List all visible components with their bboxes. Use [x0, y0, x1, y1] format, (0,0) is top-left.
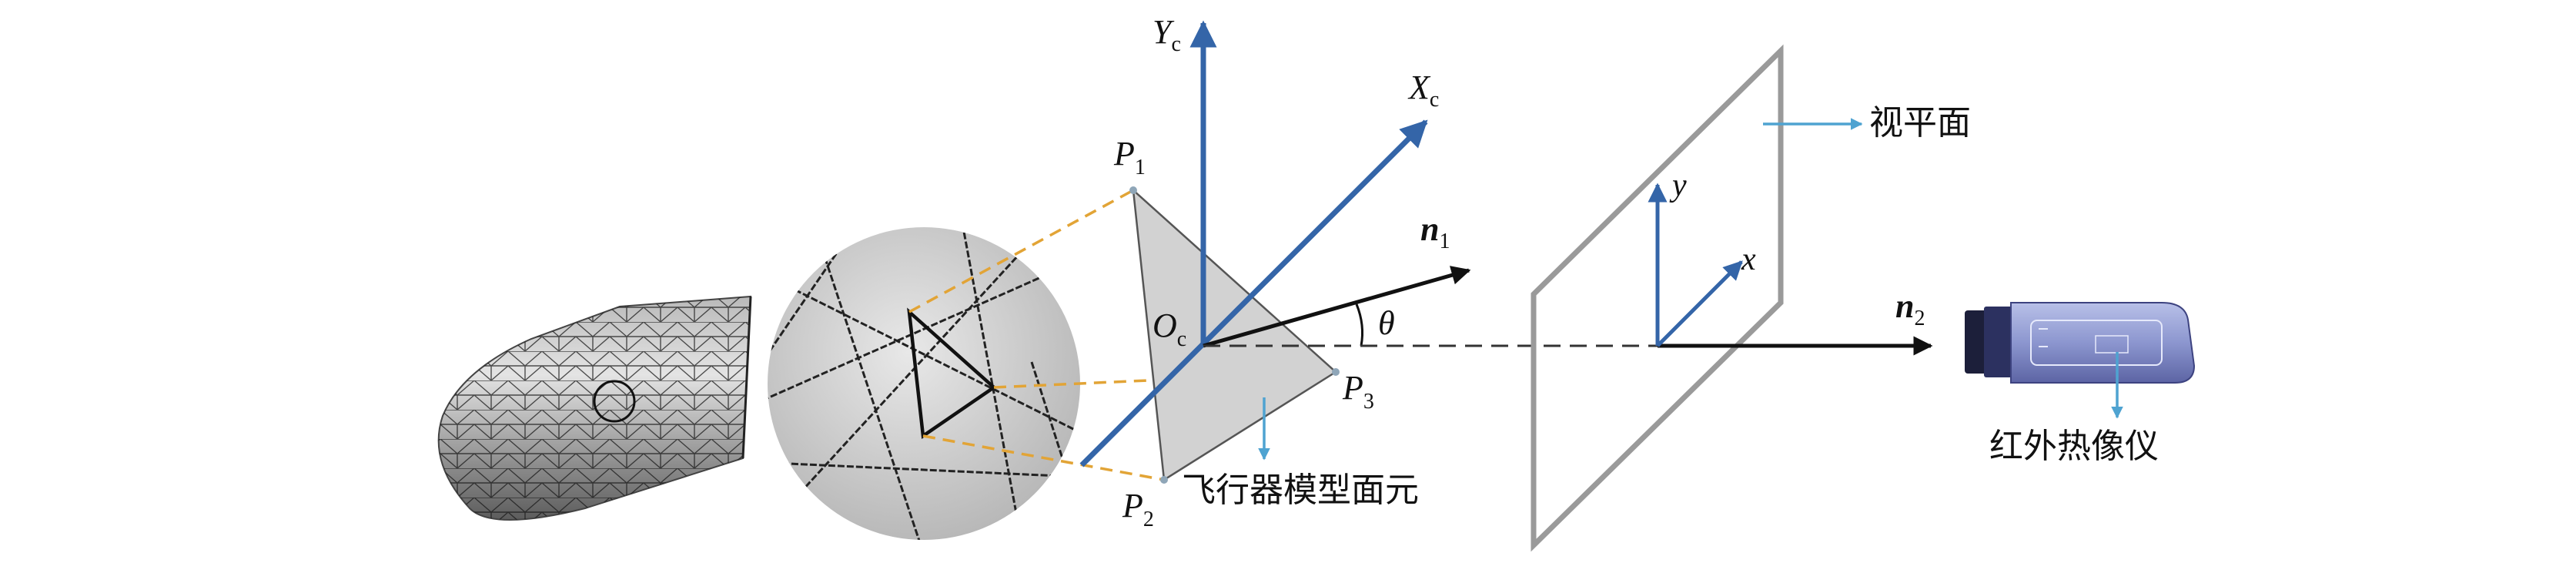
- label-p1: P1: [1113, 135, 1146, 179]
- label-n1: n1: [1420, 210, 1450, 253]
- vertex-p3: [1332, 368, 1340, 376]
- image-axes: [1648, 183, 1743, 347]
- vertex-p2: [1160, 476, 1168, 484]
- label-p3: P3: [1342, 369, 1374, 414]
- theta-arc: [1355, 303, 1363, 347]
- xc-axis: [1079, 119, 1428, 467]
- label-oc: Oc: [1153, 307, 1186, 351]
- label-view-plane: 视平面: [1869, 103, 1971, 142]
- infrared-camera-icon: [1965, 302, 2196, 384]
- label-theta: θ: [1378, 304, 1395, 342]
- label-p2: P2: [1122, 487, 1154, 531]
- label-n2: n2: [1895, 287, 1925, 330]
- label-facet: 飞行器模型面元: [1182, 471, 1419, 510]
- aircraft-nose-mesh: [437, 295, 752, 521]
- x-axis: [1656, 260, 1743, 347]
- view-plane: [1531, 44, 1784, 552]
- vertex-p1: [1129, 186, 1137, 194]
- normal-n1-arrow: [1203, 266, 1471, 348]
- label-yc: Yc: [1153, 13, 1181, 56]
- label-camera: 红外热像仪: [1989, 427, 2159, 466]
- zoomed-mesh-circle: [768, 227, 1080, 540]
- label-x: x: [1741, 242, 1756, 277]
- label-xc: Xc: [1407, 69, 1439, 112]
- camera-axes: [1079, 20, 1428, 467]
- selected-facet-circle: [593, 380, 636, 423]
- highlighted-facet: [907, 307, 997, 439]
- label-y: y: [1669, 168, 1687, 203]
